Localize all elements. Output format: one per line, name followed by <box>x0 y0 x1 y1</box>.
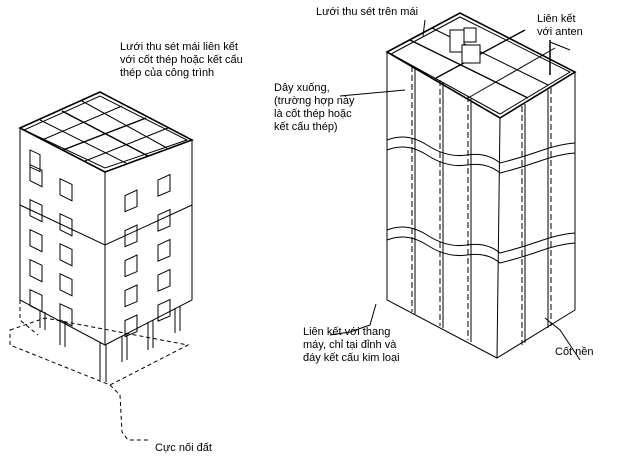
window <box>59 243 73 267</box>
window <box>157 238 171 262</box>
window <box>29 198 43 223</box>
right-building <box>329 12 581 361</box>
label-right-roof: Lưới thu sét trên mái <box>316 6 419 18</box>
label-antenna: Liên kết với anten <box>537 13 595 39</box>
label-line: Liên kết với thang <box>303 326 391 338</box>
window <box>157 268 171 292</box>
window <box>29 288 43 313</box>
window <box>59 273 73 297</box>
label-line: Lưới thu sét mái liên kết <box>120 41 238 53</box>
left-building <box>9 91 194 441</box>
pillars <box>39 306 181 382</box>
window <box>59 303 73 327</box>
label-line: là cốt thép hoặc <box>274 108 352 120</box>
window <box>157 298 171 322</box>
window <box>157 208 171 232</box>
window <box>29 228 43 253</box>
window <box>124 189 138 213</box>
label-line: với anten <box>537 26 583 38</box>
roof-structure <box>449 27 481 64</box>
down-conductors <box>411 66 552 345</box>
window <box>124 314 138 338</box>
window <box>124 224 138 248</box>
window <box>29 163 43 188</box>
label-line: với cốt thép hoặc kết cấu <box>120 54 243 66</box>
label-line: kết cấu thép) <box>274 121 338 133</box>
label-line: đáy kết cấu kim loại <box>303 352 400 364</box>
label-line: Dây xuống, <box>274 82 330 94</box>
window <box>59 213 73 237</box>
left-building-windows <box>29 149 41 173</box>
label-line: Liên kết <box>537 13 576 25</box>
window <box>29 258 43 283</box>
label-foundation: Cốt nền <box>555 346 594 358</box>
window <box>124 254 138 278</box>
label-down-conductor: Dây xuống, (trường hợp này là cốt thép h… <box>274 82 364 134</box>
window <box>124 284 138 308</box>
label-ground: Cực nối đất <box>155 442 212 454</box>
window <box>59 178 73 202</box>
label-line: máy, chỉ tại đỉnh và <box>303 339 397 351</box>
window <box>157 173 171 197</box>
label-left-roof: Lưới thu sét mái liên kết với cốt thép h… <box>120 41 260 80</box>
label-line: thép của công trình <box>120 67 215 79</box>
label-line: (trường hợp này <box>274 95 355 107</box>
label-elevator: Liên kết với thang máy, chỉ tại đỉnh và … <box>303 326 418 365</box>
